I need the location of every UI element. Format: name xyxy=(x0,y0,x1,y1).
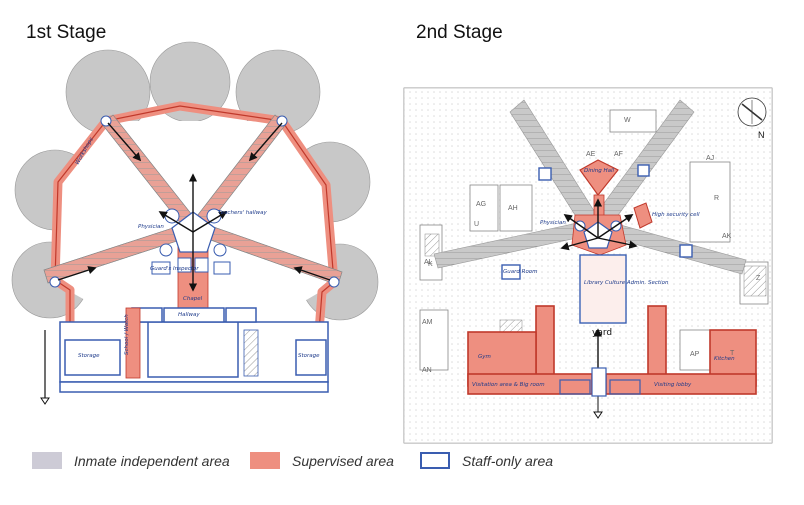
legend-item-supervised: Supervised area xyxy=(250,452,394,469)
label-physician-1: Physician xyxy=(138,224,164,230)
label-visiting-lobby: Visiting lobby xyxy=(654,382,692,388)
school-corridor xyxy=(125,307,141,379)
zone-an: AN xyxy=(422,367,432,374)
stage-1-plan xyxy=(11,41,379,405)
zone-am: AM xyxy=(422,319,433,326)
legend: Inmate independent area Supervised area … xyxy=(0,452,804,482)
zone-t: T xyxy=(730,350,735,357)
north-label: N xyxy=(758,130,765,140)
north-arrow xyxy=(737,97,767,127)
zone-z: Z xyxy=(756,275,761,282)
zone-k: K xyxy=(428,261,433,268)
stage-2-plan: N xyxy=(403,87,773,444)
zone-al: AL xyxy=(424,259,433,266)
label-guards-inspector: Guard's Inspector xyxy=(150,266,199,272)
zone-ag: AG xyxy=(476,201,486,208)
legend-label-supervised: Supervised area xyxy=(292,452,394,469)
stage-2-title: 2nd Stage xyxy=(416,22,503,43)
label-guard-room: Guard Room xyxy=(503,269,538,275)
zone-r: R xyxy=(714,195,719,202)
label-dining-hall: Dining Hall xyxy=(584,168,615,174)
label-visitation: Visitation area & Big room xyxy=(472,382,545,388)
label-hallway: Hallway xyxy=(178,312,200,318)
label-yard: yard xyxy=(592,328,612,338)
legend-swatch-staff xyxy=(420,452,450,469)
label-storage-right: Storage xyxy=(298,353,320,359)
label-physician-2: Physician xyxy=(540,220,566,226)
zone-aj: AJ xyxy=(706,155,714,162)
legend-label-inmate: Inmate independent area xyxy=(74,452,230,469)
zone-ap: AP xyxy=(690,351,700,358)
label-chapel: Chapel xyxy=(183,296,203,302)
admin-building-2 xyxy=(467,305,757,395)
stage-1-title: 1st Stage xyxy=(26,22,107,43)
legend-label-staff: Staff-only area xyxy=(462,452,554,469)
cell-wings xyxy=(43,114,343,286)
high-security-cell xyxy=(633,202,653,229)
legend-item-staff: Staff-only area xyxy=(420,452,553,469)
label-storage-left: Storage xyxy=(78,353,100,359)
admin-building-1 xyxy=(59,307,329,393)
label-school-watch: School / Watch xyxy=(124,314,130,355)
legend-swatch-supervised xyxy=(250,452,280,469)
zone-ak: AK xyxy=(722,233,732,240)
zone-w: W xyxy=(624,117,631,124)
zone-ah: AH xyxy=(508,205,518,212)
zone-u: U xyxy=(474,221,479,228)
dining-hall xyxy=(579,159,619,196)
label-kitchen: Kitchen xyxy=(714,356,735,362)
legend-item-inmate: Inmate independent area xyxy=(32,452,230,469)
label-teachers-hallway: Teachers' hallway xyxy=(218,210,267,216)
legend-swatch-inmate xyxy=(32,452,62,469)
label-high-security-cell: High security cell xyxy=(652,212,700,218)
label-gym: Gym xyxy=(478,354,491,360)
zone-af: AF xyxy=(614,151,623,158)
zone-ae: AE xyxy=(586,151,596,158)
floor-plans: Workshops Physician Teachers' hallway Ch… xyxy=(11,41,773,444)
label-library: Library Culture Admin. Section xyxy=(584,280,669,286)
library-block xyxy=(579,254,627,324)
